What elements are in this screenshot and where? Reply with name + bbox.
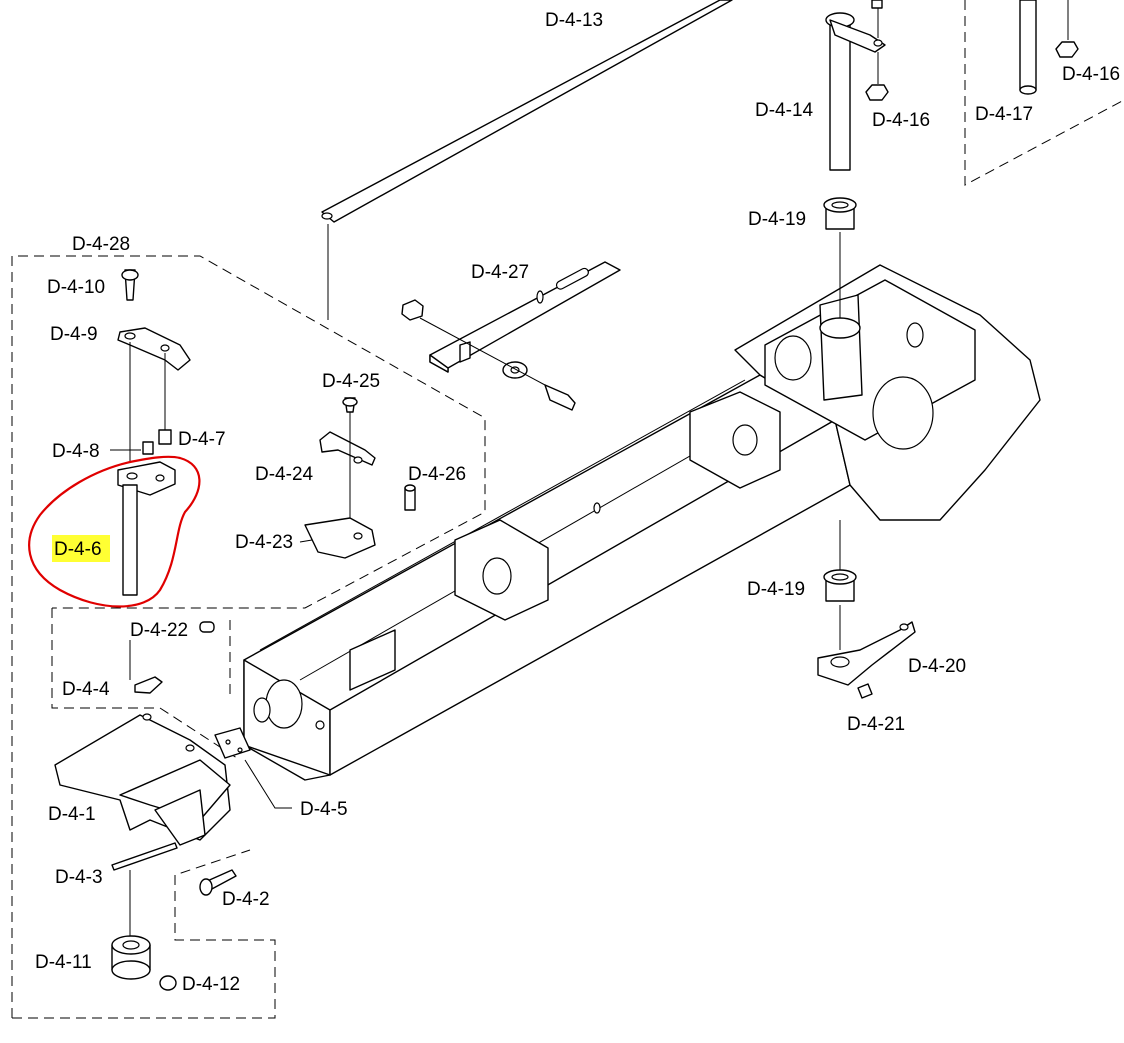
lower-left-parts: [54, 621, 292, 991]
label-d4-16a: D-4-16: [872, 110, 930, 131]
callout-labels: D-4-13 D-4-14 D-4-16 D-4-17 D-4-16 D-4-1…: [35, 10, 1120, 995]
label-d4-7: D-4-7: [178, 429, 226, 450]
label-d4-16b: D-4-16: [1062, 64, 1120, 85]
label-d4-10: D-4-10: [47, 277, 105, 298]
label-d4-23: D-4-23: [235, 532, 293, 553]
label-d4-13: D-4-13: [545, 10, 603, 31]
label-d4-26: D-4-26: [408, 464, 466, 485]
label-d4-12: D-4-12: [182, 974, 240, 995]
main-frame: [243, 232, 1041, 781]
label-d4-8: D-4-8: [52, 441, 100, 462]
label-d4-4: D-4-4: [62, 679, 110, 700]
highlight-circle: [28, 455, 201, 608]
label-d4-9: D-4-9: [50, 324, 98, 345]
label-d4-17: D-4-17: [975, 104, 1033, 125]
label-d4-1: D-4-1: [48, 804, 96, 825]
bracket-d4-27: [401, 261, 621, 411]
label-d4-19b: D-4-19: [747, 579, 805, 600]
label-d4-19a: D-4-19: [748, 209, 806, 230]
rod-d4-13: [321, 0, 733, 320]
label-d4-21: D-4-21: [847, 714, 905, 735]
label-d4-14: D-4-14: [755, 100, 814, 121]
label-d4-6: D-4-6: [54, 539, 102, 560]
left-upper-parts: [117, 269, 191, 596]
label-d4-20: D-4-20: [908, 656, 966, 677]
label-d4-11: D-4-11: [35, 952, 92, 973]
label-d4-22: D-4-22: [130, 620, 188, 641]
label-d4-28: D-4-28: [72, 234, 130, 255]
label-d4-3: D-4-3: [55, 867, 103, 888]
highlight-marker: [52, 535, 110, 562]
label-d4-5: D-4-5: [300, 799, 348, 820]
label-d4-25: D-4-25: [322, 371, 380, 392]
label-d4-27: D-4-27: [471, 262, 529, 283]
label-d4-24: D-4-24: [255, 464, 314, 485]
center-plates: [304, 397, 416, 559]
top-right-parts: [817, 0, 1079, 699]
label-d4-2: D-4-2: [222, 889, 270, 910]
group-boundaries: [11, 0, 1124, 1019]
